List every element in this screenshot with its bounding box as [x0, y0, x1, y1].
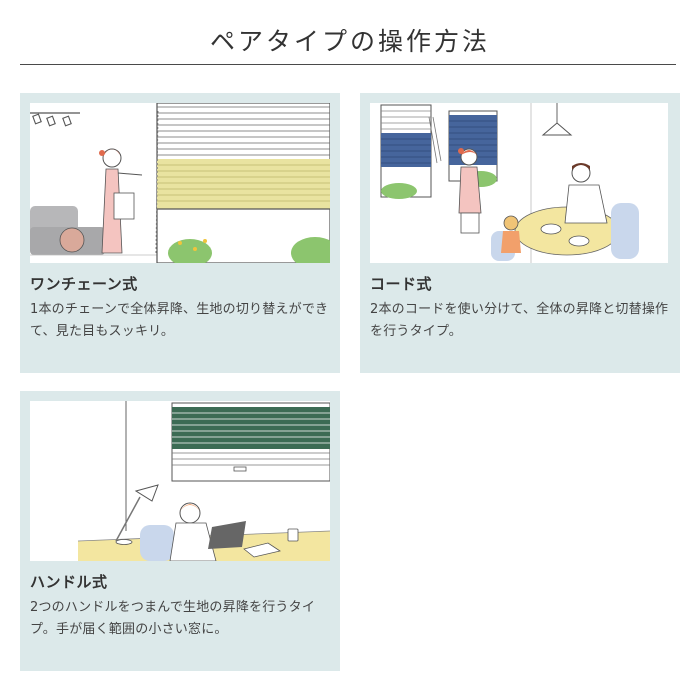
card-description-handle: 2つのハンドルをつまんで生地の昇降を行うタイプ。手が届く範囲の小さい窓に。 [30, 600, 316, 637]
cord-scene-image [380, 103, 639, 263]
card-description-cord: 2本のコードを使い分けて、全体の昇降と切替操作を行うタイプ。 [370, 302, 669, 339]
card-title-one-chain: ワンチェーン式 [30, 275, 138, 293]
page-title: ペアタイプの操作方法 [209, 27, 490, 56]
card-description-one-chain: 1本のチェーンで全体昇降、生地の切り替えができて、見た目もスッキリ。 [30, 302, 329, 339]
handle-scene-image [77, 401, 330, 561]
one-chain-scene-image [30, 103, 330, 263]
operation-card-handle: ハンドル式 2つのハンドルをつまんで生地の昇降を行うタイプ。手が届く範囲の小さい… [20, 391, 340, 671]
card-title-cord: コード式 [370, 275, 433, 293]
illustration-handle [30, 401, 330, 561]
title-divider [20, 64, 676, 65]
card-title-handle: ハンドル式 [30, 573, 108, 591]
illustration-cord [370, 103, 668, 263]
operation-card-cord: コード式 2本のコードを使い分けて、全体の昇降と切替操作を行うタイプ。 [360, 93, 680, 373]
operation-card-one-chain: ワンチェーン式 1本のチェーンで全体昇降、生地の切り替えができて、見た目もスッキ… [20, 93, 340, 373]
illustration-one-chain [30, 103, 330, 263]
